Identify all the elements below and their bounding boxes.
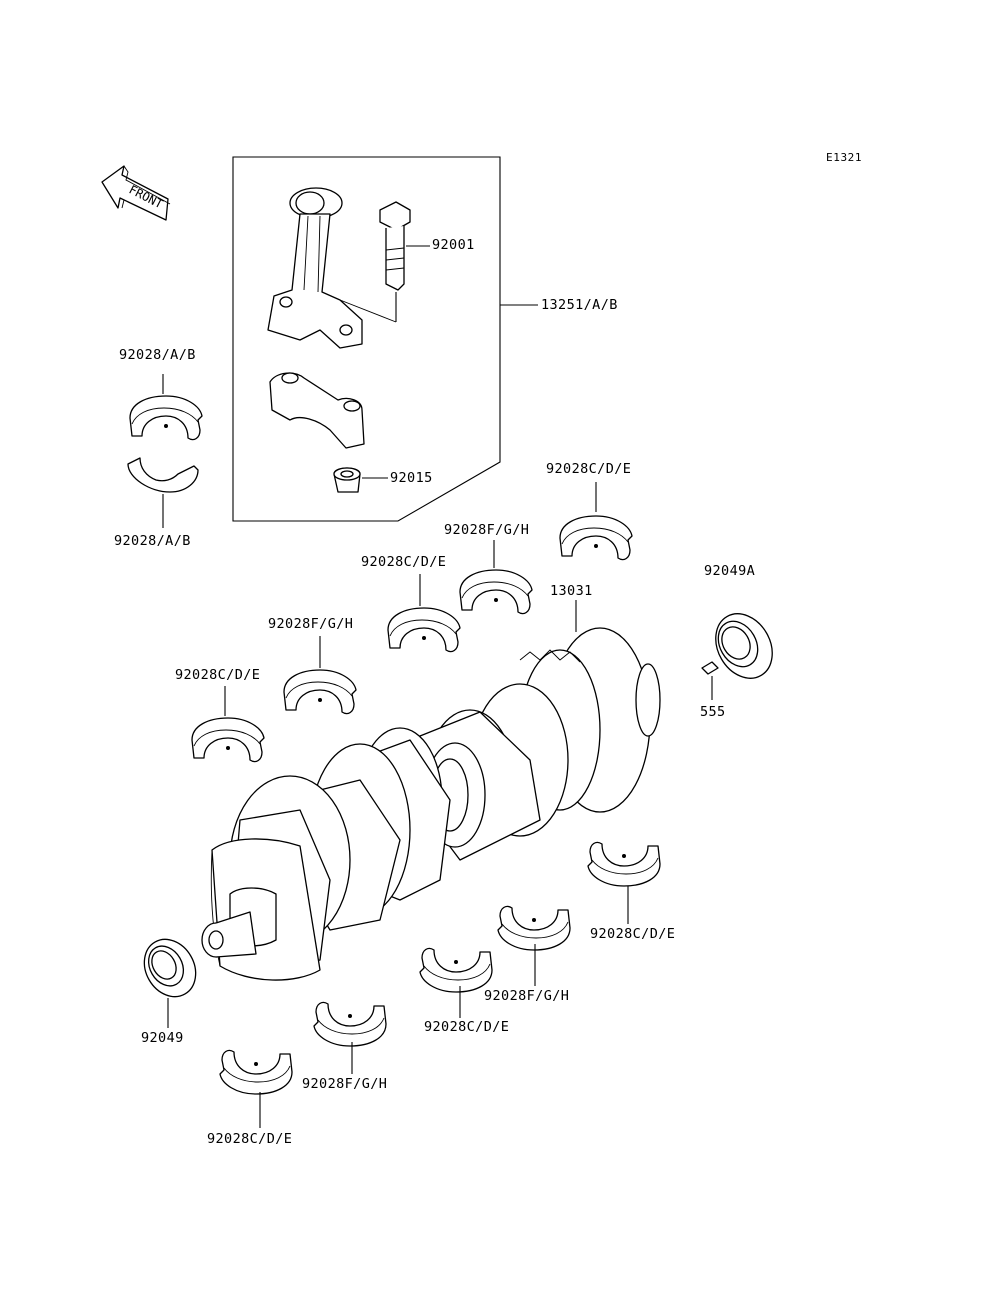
bearing-shell-icon [313, 1001, 387, 1047]
part-label-92015: 92015 [390, 470, 433, 486]
connecting-rod-icon [267, 187, 397, 349]
bearing-shell-icon [387, 607, 461, 653]
crankshaft-icon [201, 627, 661, 981]
part-label-92028cde-1: 92028C/D/E [546, 461, 632, 477]
bearing-shell-icon [587, 841, 661, 887]
part-label-92049: 92049 [141, 1030, 184, 1046]
diagram-code: E1321 [826, 151, 863, 164]
front-arrow-icon: FRONT [101, 165, 171, 221]
key-icon [701, 661, 719, 700]
bearing-shell-icon [129, 395, 203, 441]
part-label-92028fgh-2: 92028F/G/H [268, 616, 354, 632]
oil-seal-icon [143, 938, 197, 1028]
part-label-13251: 13251/A/B [541, 297, 618, 313]
part-label-92028cde-5: 92028C/D/E [424, 1019, 510, 1035]
rod-cap-icon [269, 372, 365, 449]
bearing-shell-icon [191, 717, 265, 763]
part-label-92028fgh-1: 92028F/G/H [444, 522, 530, 538]
part-label-92028ab-top: 92028/A/B [119, 347, 196, 363]
bolt-icon [379, 201, 430, 322]
part-label-92001: 92001 [432, 237, 475, 253]
part-label-555: 555 [700, 704, 726, 720]
part-label-92028cde-2: 92028C/D/E [361, 554, 447, 570]
bearing-shell-icon [419, 947, 493, 993]
nut-icon [333, 467, 388, 493]
part-label-92028fgh-4: 92028F/G/H [302, 1076, 388, 1092]
bearing-shell-icon [497, 905, 571, 951]
bearing-shell-icon [283, 669, 357, 715]
bearing-shell-icon [127, 457, 199, 493]
part-label-92028fgh-3: 92028F/G/H [484, 988, 570, 1004]
oil-seal-icon [715, 613, 773, 679]
part-label-92049a: 92049A [704, 563, 756, 579]
part-label-13031: 13031 [550, 583, 593, 599]
part-label-92028cde-3: 92028C/D/E [175, 667, 261, 683]
connecting-rod-box [232, 156, 501, 522]
part-label-92028cde-6: 92028C/D/E [207, 1131, 293, 1147]
part-label-92028ab-bottom: 92028/A/B [114, 533, 191, 549]
bearing-shell-icon [219, 1049, 293, 1095]
part-label-92028cde-4: 92028C/D/E [590, 926, 676, 942]
bearing-shell-icon [459, 569, 533, 615]
bearing-shell-icon [559, 515, 633, 561]
